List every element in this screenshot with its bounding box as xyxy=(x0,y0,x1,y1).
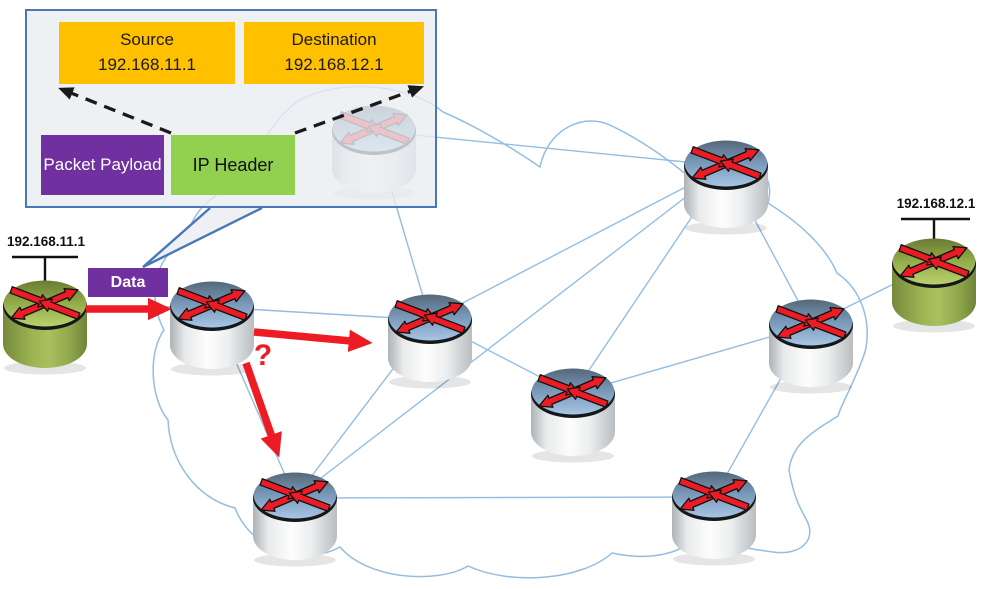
callout-pointer-canvas xyxy=(58,85,425,135)
host-connector-left xyxy=(12,255,78,285)
pointer-arrow-to-destination xyxy=(294,85,425,135)
pointer-arrow-to-source xyxy=(58,87,172,135)
source-address-box: Source 192.168.11.1 xyxy=(59,22,235,84)
link-R7-R8 xyxy=(294,496,715,499)
destination-address-box: Destination 192.168.12.1 xyxy=(244,22,424,84)
data-packet-label: Data xyxy=(88,268,168,297)
destination-ip: 192.168.12.1 xyxy=(284,55,384,74)
ip-header-box: IP Header xyxy=(171,135,295,195)
source-ip: 192.168.11.1 xyxy=(98,55,196,74)
router-R7 xyxy=(253,473,337,567)
router-R5 xyxy=(684,141,768,235)
packet-callout: Source 192.168.11.1 Destination 192.168.… xyxy=(25,9,437,208)
source-label: Source xyxy=(120,30,174,50)
host-ip-label-left: 192.168.11.1 xyxy=(6,234,86,249)
data-flow-arrows xyxy=(86,297,373,458)
packet-payload-box: Packet Payload xyxy=(41,135,164,195)
router-R8 xyxy=(672,472,756,566)
flow-arrow-route-option-2 xyxy=(242,361,282,458)
link-R3-R5 xyxy=(429,165,727,321)
link-R5-R7 xyxy=(294,165,727,499)
callout-tail xyxy=(142,206,263,269)
router-R4 xyxy=(531,369,615,463)
flow-arrow-route-option-1 xyxy=(253,328,373,352)
router-G2 xyxy=(892,239,976,333)
router-G1 xyxy=(3,281,87,375)
destination-label: Destination xyxy=(291,30,377,50)
router-R3 xyxy=(388,295,472,389)
router-R2 xyxy=(170,282,254,376)
router-R6 xyxy=(769,300,853,394)
host-ip-label-right: 192.168.12.1 xyxy=(896,196,976,211)
routing-question-mark: ? xyxy=(253,339,273,372)
